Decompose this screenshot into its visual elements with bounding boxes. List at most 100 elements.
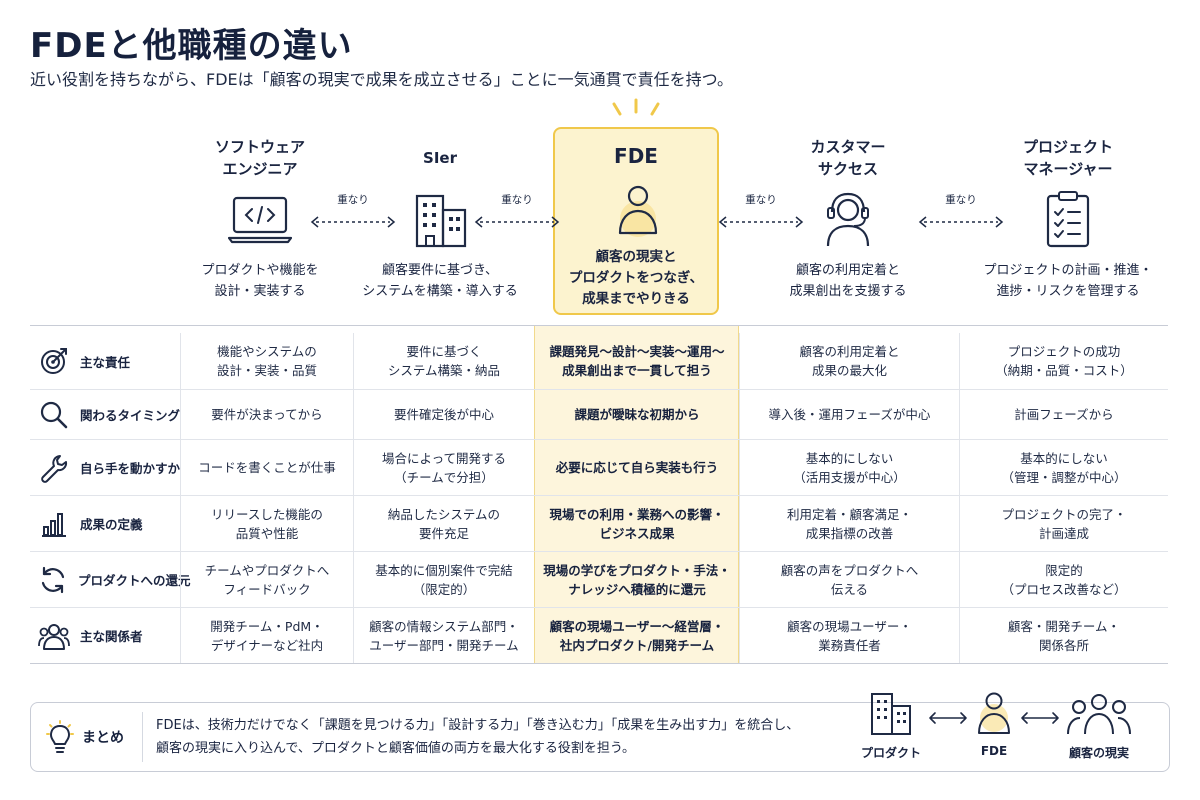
summary-box	[30, 702, 1170, 772]
table-cell: リリースした機能の 品質や性能	[180, 496, 353, 551]
row-header: 成果の定義	[30, 496, 180, 551]
row-label: 成果の定義	[80, 517, 143, 532]
row-label: プロダクトへの還元	[78, 573, 191, 588]
table-cell: プロジェクトの完了・ 計画達成	[959, 496, 1168, 551]
role-customer-success: カスタマー サクセス	[768, 136, 928, 180]
table-cell: 顧客の利用定着と 成果の最大化	[739, 333, 959, 389]
buildings-icon	[871, 693, 911, 735]
summary-caption-customer-reality: 顧客の現実	[1068, 746, 1129, 760]
table-row: プロダクトへの還元 チームやプロダクトへ フィードバック 基本的に個別案件で完結…	[30, 552, 1168, 608]
summary-divider	[142, 712, 143, 762]
page-subtitle: 近い役割を持ちながら、FDEは「顧客の現実で成果を成立させる」ことに一気通貫で責…	[30, 70, 733, 89]
overlap-label: 重なり	[745, 194, 777, 206]
role-sier: SIer	[360, 147, 520, 169]
role-software-engineer: ソフトウェア エンジニア	[180, 136, 340, 180]
role-desc: 顧客要件に基づき、 システムを構築・導入する	[362, 263, 518, 299]
table-top-rule	[30, 325, 1168, 326]
role-name: カスタマー サクセス	[810, 138, 886, 178]
overlap-connector: 重なり	[716, 192, 806, 229]
lightbulb-icon	[46, 720, 74, 753]
summary-caption-product: プロダクト	[860, 746, 921, 760]
role-fde-card: FDE 顧客の現実と プロダクトをつなぎ、 成果までやりきる	[553, 127, 719, 315]
laptop-code-icon	[228, 196, 292, 244]
role-project-manager-desc-wrap: プロジェクトの計画・推進・ 進捗・リスクを管理する	[968, 260, 1168, 302]
headset-icon	[826, 192, 870, 247]
overlap-connector: 重なり	[472, 192, 562, 229]
table-cell: 基本的にしない （活用支援が中心）	[739, 440, 959, 495]
people-icon	[1067, 694, 1131, 735]
role-software-engineer-desc-wrap: プロダクトや機能を 設計・実装する	[170, 260, 350, 302]
table-cell-fde: 顧客の現場ユーザー〜経営層・ 社内プロダクト/開発チーム	[549, 618, 725, 653]
role-desc: 顧客の現実と プロダクトをつなぎ、 成果までやりきる	[568, 249, 704, 307]
clipboard-checklist-icon	[1046, 191, 1090, 248]
row-label: 関わるタイミング	[79, 408, 180, 423]
row-label: 主な関係者	[80, 629, 143, 644]
table-row: 成果の定義 リリースした機能の 品質や性能 納品したシステムの 要件充足 現場で…	[30, 496, 1168, 552]
page-title: FDEと他職種の違い	[30, 26, 353, 66]
double-arrow-icon	[718, 216, 804, 228]
table-row: 主な関係者 開発チーム・PdM・ デザイナーなど社内 顧客の情報システム部門・ …	[30, 608, 1168, 663]
overlap-label: 重なり	[501, 194, 533, 206]
table-cell: 要件が決まってから	[180, 390, 353, 439]
summary-text: FDEは、技術力だけでなく「課題を見つける力」「設計する力」「巻き込む力」「成果…	[156, 718, 800, 756]
row-label: 自ら手を動かすか	[79, 461, 180, 476]
double-arrow-icon	[1021, 712, 1059, 724]
table-cell: 納品したシステムの 要件充足	[353, 496, 534, 551]
magnifier-icon	[38, 399, 70, 431]
summary-label: まとめ	[82, 730, 124, 746]
table-row: 自ら手を動かすか コードを書くことが仕事 場合によって開発する （チームで分担）…	[30, 440, 1168, 496]
row-header: 関わるタイミング	[30, 390, 180, 439]
table-cell: 場合によって開発する （チームで分担）	[353, 440, 534, 495]
role-name: ソフトウェア エンジニア	[214, 138, 305, 178]
table-cell: チームやプロダクトへ フィードバック	[180, 552, 353, 607]
row-header: 自ら手を動かすか	[30, 440, 180, 495]
table-cell: 機能やシステムの 設計・実装・品質	[180, 333, 353, 389]
role-customer-success-desc-wrap: 顧客の利用定着と 成果創出を支援する	[758, 260, 938, 302]
table-cell: 利用定着・顧客満足・ 成果指標の改善	[739, 496, 959, 551]
table-bottom-rule	[30, 663, 1168, 664]
table-row: 主な責任 機能やシステムの 設計・実装・品質 要件に基づく システム構築・納品 …	[30, 333, 1168, 390]
overlap-connector: 重なり	[308, 192, 398, 229]
spark-icon	[612, 98, 660, 116]
role-project-manager: プロジェクト マネージャー	[988, 136, 1148, 180]
table-cell: 基本的にしない （管理・調整が中心）	[959, 440, 1168, 495]
table-cell-fde: 課題が曖昧な初期から	[574, 407, 700, 422]
row-header: プロダクトへの還元	[30, 552, 191, 607]
table-cell: 計画フェーズから	[959, 390, 1168, 439]
bar-chart-icon	[38, 508, 70, 540]
role-desc: 顧客の利用定着と 成果創出を支援する	[789, 263, 907, 299]
refresh-icon	[38, 564, 68, 596]
table-cell: 顧客の声をプロダクトへ 伝える	[739, 552, 959, 607]
double-arrow-icon	[474, 216, 560, 228]
table-cell-fde: 必要に応じて自ら実装も行う	[555, 460, 719, 475]
table-cell: 顧客の情報システム部門・ ユーザー部門・開発チーム	[353, 608, 534, 663]
person-icon	[978, 692, 1010, 734]
role-name: プロジェクト マネージャー	[1022, 138, 1113, 178]
role-name: SIer	[423, 149, 457, 167]
people-icon	[38, 620, 70, 652]
table-cell: コードを書くことが仕事	[180, 440, 353, 495]
buildings-icon	[415, 194, 467, 248]
overlap-label: 重なり	[337, 194, 369, 206]
summary-caption-fde: FDE	[980, 744, 1008, 758]
row-label: 主な責任	[80, 354, 131, 370]
wrench-icon	[38, 452, 70, 484]
role-desc: プロダクトや機能を 設計・実装する	[201, 263, 319, 299]
table-cell: 顧客の現場ユーザー・ 業務責任者	[739, 608, 959, 663]
table-cell-fde: 現場での利用・業務への影響・ ビジネス成果	[549, 506, 725, 541]
table-cell: 開発チーム・PdM・ デザイナーなど社内	[180, 608, 353, 663]
table-cell: 要件に基づく システム構築・納品	[353, 333, 534, 389]
table-cell-fde: 課題発見〜設計〜実装〜運用〜 成果創出まで一貫して担う	[549, 344, 725, 378]
table-cell-fde: 現場の学びをプロダクト・手法・ ナレッジへ積極的に還元	[543, 562, 731, 597]
role-sier-desc-wrap: 顧客要件に基づき、 システムを構築・導入する	[350, 260, 530, 302]
table-row: 関わるタイミング 要件が決まってから 要件確定後が中心 課題が曖昧な初期から 導…	[30, 390, 1168, 440]
overlap-connector: 重なり	[916, 192, 1006, 229]
double-arrow-icon	[310, 216, 396, 228]
table-cell: プロジェクトの成功 （納期・品質・コスト）	[959, 333, 1168, 389]
table-cell: 限定的 （プロセス改善など）	[959, 552, 1168, 607]
role-desc: プロジェクトの計画・推進・ 進捗・リスクを管理する	[983, 263, 1153, 299]
row-header: 主な関係者	[30, 608, 180, 663]
table-cell: 要件確定後が中心	[353, 390, 534, 439]
target-icon	[38, 345, 70, 377]
double-arrow-icon	[918, 216, 1004, 228]
